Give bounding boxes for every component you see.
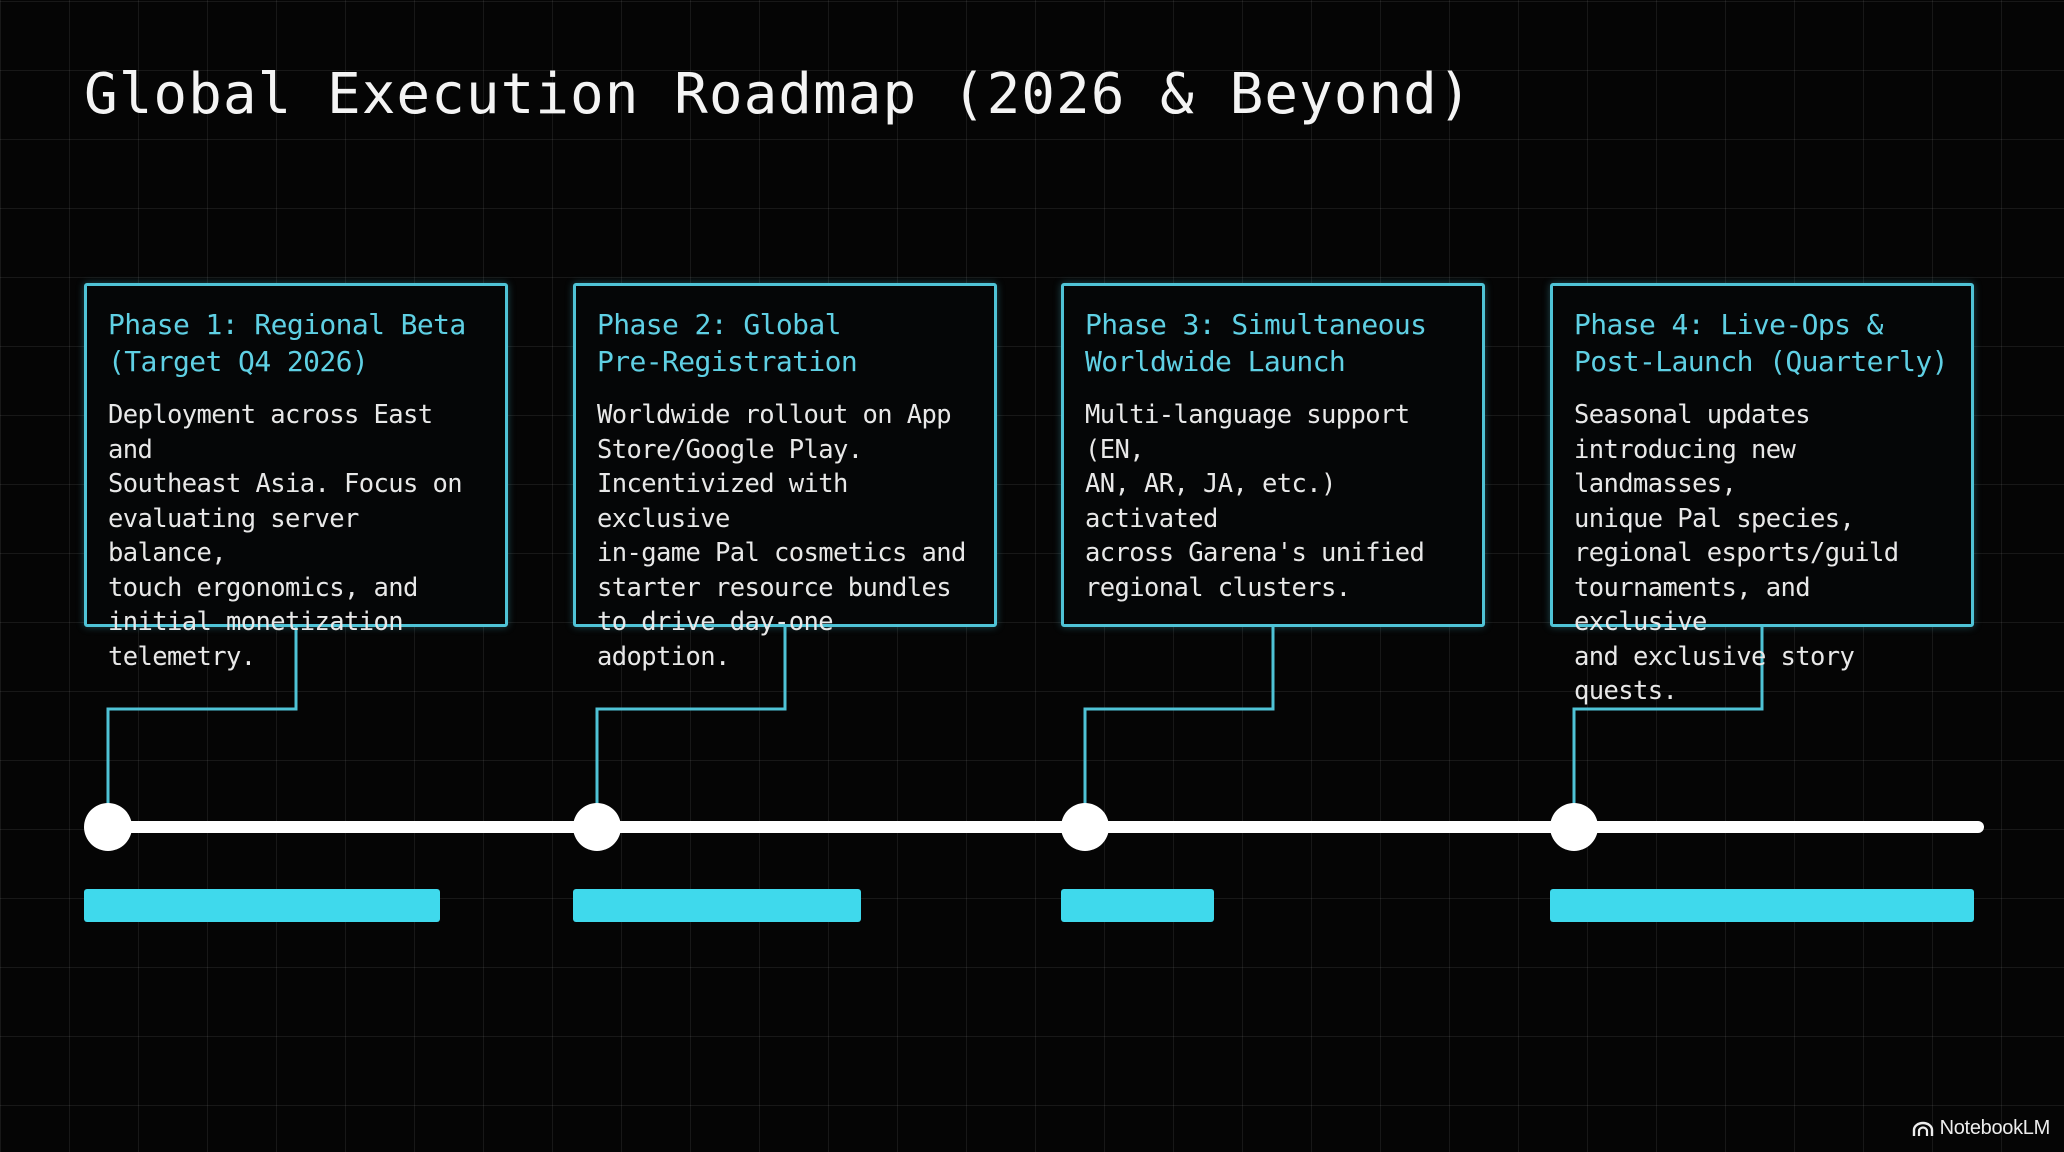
phase-3-description: Multi-language support (EN, AN, AR, JA, … [1085, 400, 1425, 603]
phase-3-duration-bar [1061, 889, 1214, 922]
phase-4-milestone-node [1550, 803, 1598, 851]
phase-3-title: Phase 3: Simultaneous Worldwide Launch [1085, 308, 1427, 378]
phase-2-duration-bar [573, 889, 861, 922]
phase-1-duration-bar [84, 889, 440, 922]
timeline [84, 803, 1984, 851]
phase-3-milestone-node [1061, 803, 1109, 851]
duration-bars [84, 889, 1974, 922]
slide-title: Global Execution Roadmap (2026 & Beyond) [84, 62, 1473, 127]
phase-1-card: Phase 1: Regional Beta (Target Q4 2026) … [84, 283, 508, 672]
phase-1-title: Phase 1: Regional Beta (Target Q4 2026) [108, 308, 466, 378]
phase-4-description: Seasonal updates introducing new landmas… [1574, 400, 1899, 706]
phase-3-card: Phase 3: Simultaneous Worldwide Launch M… [1061, 283, 1485, 627]
phase-2-connector [595, 627, 787, 827]
phase-4-duration-bar [1550, 889, 1974, 922]
connectors [106, 627, 1764, 827]
phase-2-milestone-node [573, 803, 621, 851]
phase-1-milestone-node [84, 803, 132, 851]
phase-4-connector [1572, 627, 1764, 827]
phase-2-title: Phase 2: Global Pre-Registration [597, 308, 858, 378]
phase-4-card: Phase 4: Live-Ops & Post-Launch (Quarter… [1550, 283, 1974, 706]
phase-4-title: Phase 4: Live-Ops & Post-Launch (Quarter… [1574, 308, 1949, 378]
notebooklm-logo-icon [1912, 1121, 1933, 1136]
phase-1-connector [106, 627, 298, 827]
phase-1-description: Deployment across East and Southeast Asi… [108, 400, 463, 672]
phase-2-card: Phase 2: Global Pre-Registration Worldwi… [573, 283, 997, 672]
phase-3-connector [1083, 627, 1275, 827]
brand-label: NotebookLM [1939, 1117, 2051, 1139]
brand-watermark: NotebookLM [1912, 1117, 2050, 1140]
phase-2-description: Worldwide rollout on App Store/Google Pl… [597, 400, 966, 672]
